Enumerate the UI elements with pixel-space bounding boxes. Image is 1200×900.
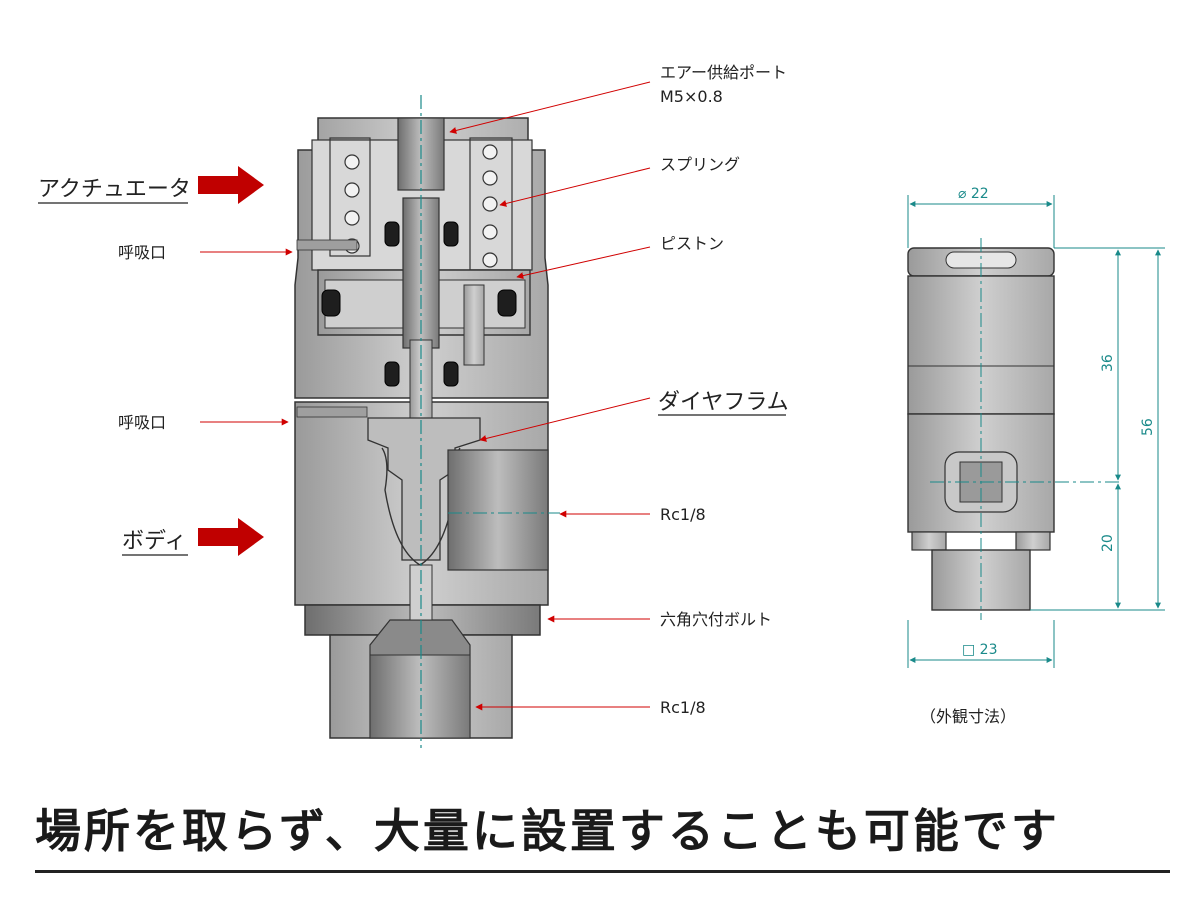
dim-diameter: ⌀ 22: [958, 186, 989, 202]
banner: 場所を取らず、大量に設置することも可能です: [35, 800, 1170, 873]
cross-section: [294, 95, 560, 748]
label-body: ボディ: [122, 529, 186, 554]
exterior-caption: （外観寸法）: [920, 707, 1016, 726]
banner-text: 場所を取らず、大量に設置することも可能です: [35, 804, 1060, 858]
dimensions: [907, 195, 1165, 668]
label-air-port: エアー供給ポート: [660, 63, 787, 82]
dim-square: □ 23: [962, 642, 998, 658]
dim-height-upper: 36: [1100, 354, 1116, 372]
label-air-port-thread: M5×0.8: [660, 87, 723, 106]
body-arrow: [198, 518, 264, 556]
label-rc-side: Rc1/8: [660, 505, 706, 524]
label-hex-bolt: 六角穴付ボルト: [660, 610, 772, 629]
side-port-bore: [447, 449, 549, 571]
label-spring: スプリング: [660, 155, 740, 174]
label-breather-top: 呼吸口: [118, 243, 166, 262]
label-actuator: アクチュエータ: [38, 177, 191, 202]
exterior-view: [907, 238, 1120, 620]
label-diaphragm: ダイヤフラム: [658, 390, 789, 415]
o-rings: [321, 221, 517, 387]
actuator-arrow: [198, 166, 264, 204]
label-piston: ピストン: [660, 234, 724, 253]
leader-air-port: [449, 81, 651, 134]
leader-spring: [499, 167, 651, 207]
spring-right: [482, 144, 498, 268]
dim-height-lower: 20: [1100, 534, 1116, 552]
label-breather-mid: 呼吸口: [118, 413, 166, 432]
dim-height-total: 56: [1140, 418, 1156, 436]
label-rc-bottom: Rc1/8: [660, 698, 706, 717]
leader-diaphragm: [479, 397, 651, 442]
leader-piston: [516, 246, 651, 280]
